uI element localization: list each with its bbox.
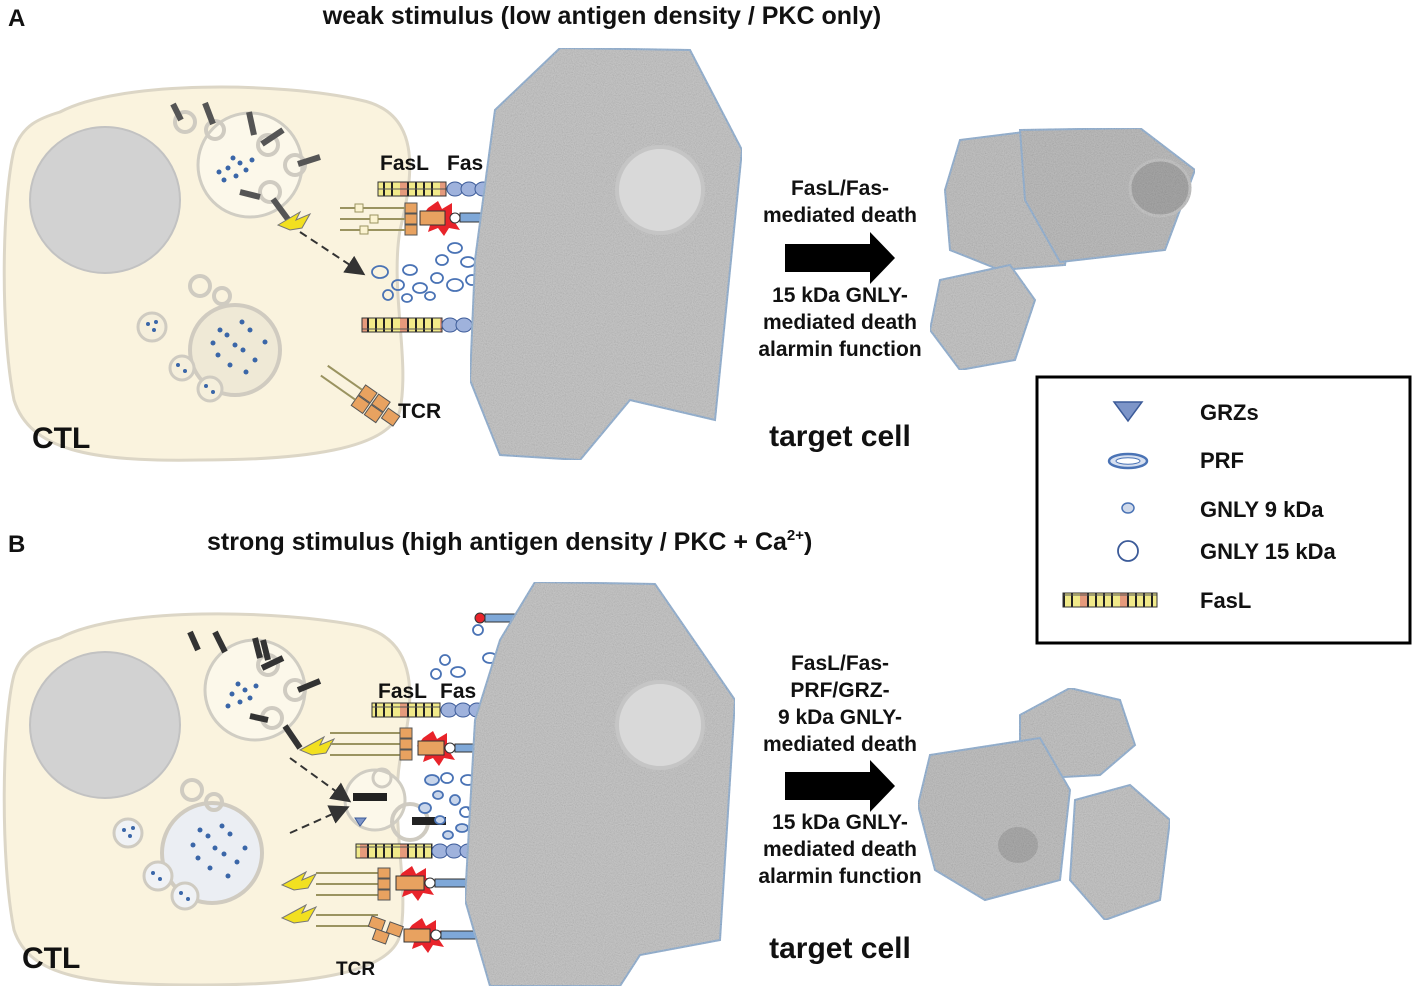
panel-b-letter: B [8,531,25,558]
tcr-cluster-upper-a [340,202,418,236]
result-arrow-b [785,760,895,812]
fused-granule-b [343,767,446,842]
panel-a: A weak stimulus (low antigen density / P… [2,2,1197,462]
gnly-text-b-2: alarmin function [758,865,921,888]
granule-upper-a [170,101,321,224]
gnly-text-b-1: mediated death [763,838,917,861]
tcr-label-a: TCR [398,400,441,423]
legend-label-prf: PRF [1200,448,1244,473]
tcr-label-b: TCR [336,959,375,980]
tcr-cluster-b3 [316,914,404,945]
signal-bolt-b3 [280,903,318,924]
apoptotic-fragments-b [916,686,1172,922]
target-nucleus-b [615,680,705,770]
signal-bolt-a [276,210,312,231]
target-label-a: target cell [769,420,911,453]
death-text-b-1: PRF/GRZ- [790,679,889,702]
degranulation-arrow-b2 [289,805,350,834]
panel-b: B strong stimulus (high antigen density … [2,527,1172,986]
signal-bolt-b1 [298,735,336,756]
target-cell-a [468,46,744,462]
tcr-cluster-b2 [316,867,391,901]
fas-label-b: Fas [440,680,476,703]
ctl-nucleus-b [29,651,181,799]
legend: GRZs PRF GNLY 9 kDa GNLY 15 kDa FasL [1035,375,1412,645]
death-text-b-0: FasL/Fas- [791,652,889,675]
granule-lower-a [136,274,282,403]
open-circle-icon [1117,540,1139,562]
tcr-cluster-lower-a [320,364,401,427]
fasl-bar-icon [1062,592,1158,608]
ctl-label-a: CTL [32,422,90,455]
fas-label-a: Fas [447,152,483,175]
fasl-receptor-top-a [377,181,447,197]
target-cell-b [463,580,737,986]
tcr-cluster-b1 [330,727,413,761]
granule-upper-b [187,630,322,750]
fasl-receptor-bottom-b [355,843,433,859]
death-text-b-2: 9 kDa GNLY- [778,706,902,729]
triangle-icon [1112,401,1144,423]
panel-b-title: strong stimulus (high antigen density / … [207,527,812,556]
target-nucleus-a [615,145,705,235]
target-label-b: target cell [769,932,911,965]
result-arrow-a [785,232,895,284]
legend-label-gnly15: GNLY 15 kDa [1200,539,1337,564]
death-text-a-1: mediated death [763,204,917,227]
legend-label-gnly9: GNLY 9 kDa [1200,497,1324,522]
fasl-label-b: FasL [378,680,427,703]
panel-a-title: weak stimulus (low antigen density / PKC… [322,2,881,30]
granule-lower-b [112,778,264,911]
legend-label-fasl: FasL [1200,588,1251,613]
fasl-receptor-top-b [371,702,441,718]
gnly-text-b-0: 15 kDa GNLY- [772,811,908,834]
ctl-nucleus-a [29,126,181,274]
gnly-text-a-0: 15 kDa GNLY- [772,284,908,307]
small-dot-icon [1121,502,1135,514]
gnly-text-a-2: alarmin function [758,338,921,361]
death-text-b-3: mediated death [763,733,917,756]
fasl-receptor-bottom-a [361,317,443,333]
ctl-label-b: CTL [22,942,80,975]
gnly-text-a-1: mediated death [763,311,917,334]
fasl-label-a: FasL [380,152,429,175]
death-text-a-0: FasL/Fas- [791,177,889,200]
legend-label-grzs: GRZs [1200,400,1259,425]
apoptotic-fragments-a [928,126,1197,372]
panel-a-letter: A [8,5,25,32]
degranulation-arrow-b1 [289,757,352,803]
